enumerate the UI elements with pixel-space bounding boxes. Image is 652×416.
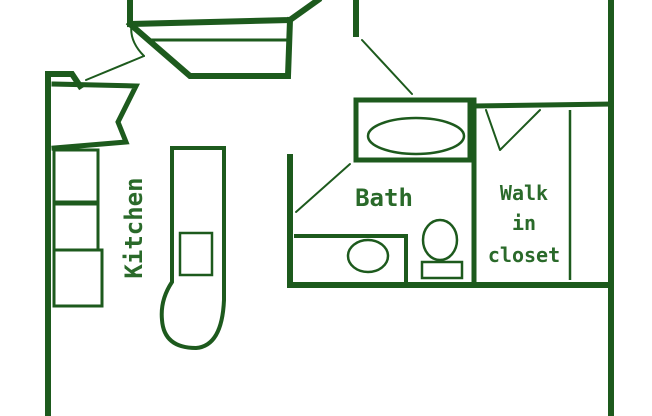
closet-door-swing <box>485 109 541 151</box>
closet-label-line1: Walk <box>500 181 548 205</box>
kitchen-island-outline <box>159 146 226 351</box>
closet-top-wall <box>471 101 614 109</box>
kitchen-cabinet-3 <box>52 248 104 308</box>
closet-label-line2: in <box>512 211 536 235</box>
bath-tub-enclosure <box>353 97 473 163</box>
exterior-walls <box>45 0 614 416</box>
kitchen-counter-outline <box>51 81 140 151</box>
closet-label-line3: closet <box>488 243 560 267</box>
entry-closet-top <box>127 0 323 28</box>
toilet-tank <box>420 260 464 280</box>
island-sink <box>178 231 214 277</box>
entry-closet-outline <box>125 16 294 79</box>
vanity-counter <box>294 234 408 284</box>
kitchen-label: Kitchen <box>120 177 148 278</box>
bath-tub <box>366 116 466 156</box>
bath <box>294 97 473 284</box>
entry-door-swings <box>85 21 413 95</box>
kitchen-island <box>159 146 226 351</box>
bath-label: Bath <box>355 184 413 212</box>
toilet-bowl <box>421 218 459 262</box>
entry-closet <box>125 0 359 79</box>
kitchen-counter <box>51 81 140 308</box>
walk-in-closet <box>471 97 614 288</box>
left-outer-wall <box>45 71 85 416</box>
hall-door-leaf <box>361 39 413 95</box>
kitchen-cabinet-1 <box>52 148 100 204</box>
vanity-sink <box>346 238 390 274</box>
kitchen-cabinet-2 <box>52 202 100 252</box>
bath-door-leaf <box>295 163 351 213</box>
entry-door-arc <box>130 21 145 57</box>
entry-door-leaf <box>85 55 145 81</box>
bath-closet-bottom-wall <box>287 154 614 288</box>
